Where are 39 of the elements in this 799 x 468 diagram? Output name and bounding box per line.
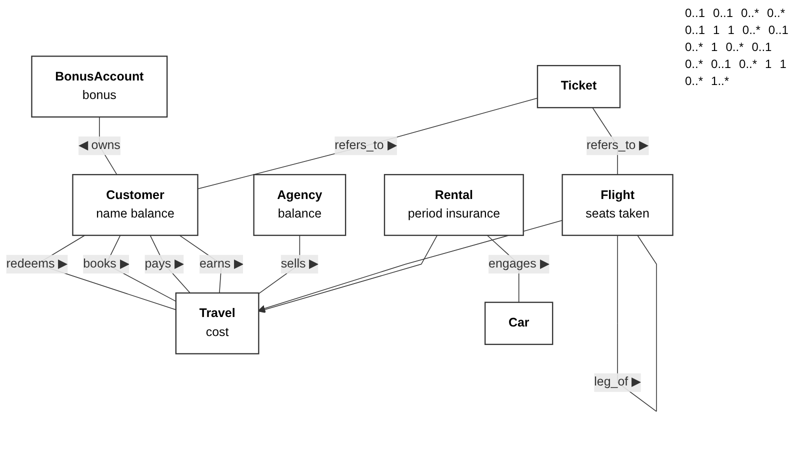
node-box: BonusAccount bonus	[31, 56, 168, 118]
edge-label: books ▶	[83, 257, 130, 271]
multiplicity-label: 0..1	[711, 57, 732, 71]
multiplicity-label: 0..*	[685, 40, 704, 54]
node-box: Flight seats taken	[562, 174, 674, 236]
multiplicity-label: 1..*	[711, 74, 730, 88]
edge-label: leg_of ▶	[594, 376, 641, 389]
node-box: Rental period insurance	[384, 174, 524, 236]
edge-label: refers_to ▶	[586, 138, 649, 152]
multiplicity-label: 0..1	[768, 23, 788, 37]
multiplicity-label: 0..*	[739, 57, 758, 71]
edge-label: pays ▶	[144, 257, 184, 271]
multiplicity-label: 0..1	[752, 40, 772, 54]
edge-label: ◀ owns	[78, 138, 120, 152]
node-box: Customer name balance	[72, 174, 198, 236]
multiplicity-label: 0..*	[726, 40, 744, 54]
multiplicity-label: 0..*	[741, 6, 760, 20]
multiplicity-label: 0..1	[713, 6, 734, 20]
multiplicity-label: 0..*	[685, 74, 704, 88]
multiplicity-label: 0..*	[742, 23, 760, 37]
multiplicity-label: 1	[711, 40, 718, 54]
edge-label: refers_to ▶	[334, 138, 397, 152]
multiplicity-label: 1	[765, 57, 772, 71]
multiplicity-label: 0..1	[685, 23, 706, 37]
node-box: Travel cost	[175, 292, 260, 354]
multiplicity-label: 0..1	[685, 6, 706, 20]
node-box: Car	[484, 302, 554, 346]
node-box: Ticket	[536, 65, 621, 108]
edge-label: engages ▶	[488, 257, 550, 271]
edge-label: sells ▶	[280, 257, 319, 271]
edge-label: earns ▶	[199, 257, 244, 271]
node-box: Agency balance	[253, 174, 346, 236]
connector	[197, 98, 538, 190]
multiplicity-label: 1	[713, 23, 720, 37]
multiplicity-label: 0..*	[685, 57, 704, 71]
multiplicity-label: 1	[780, 57, 786, 71]
edge-label: redeems ▶	[6, 257, 68, 271]
multiplicity-label: 0..*	[767, 6, 786, 20]
multiplicity-label: 1	[728, 23, 734, 37]
